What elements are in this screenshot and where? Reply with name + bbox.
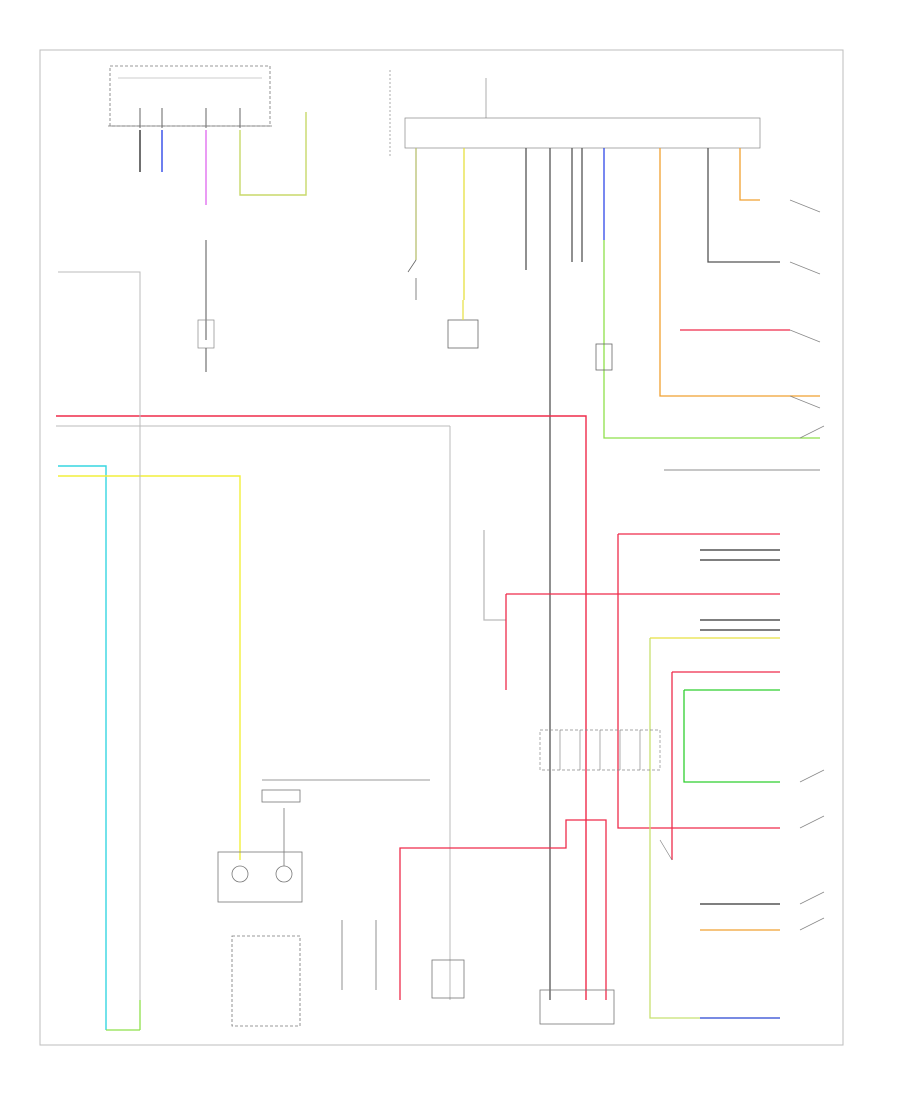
fuse-block (389, 70, 761, 158)
fuse-block-wires (415, 148, 820, 1000)
left-connector-stack (197, 240, 215, 372)
controller-wires (139, 112, 307, 205)
left-interior-switch (407, 259, 417, 300)
right-lower-switches (659, 769, 825, 931)
bottom-center-components (341, 819, 615, 1025)
center-junction-module (539, 729, 661, 771)
right-harness-wires (483, 530, 780, 1019)
front-controller-module (108, 65, 272, 128)
right-interior-switch (447, 300, 479, 349)
bottom-left-sensors (106, 1000, 141, 1031)
bottom-left-module (217, 779, 430, 1027)
main-bus-lines (56, 271, 587, 1030)
center-relay (595, 343, 613, 371)
right-door-switches (664, 199, 825, 471)
diagram-border (39, 49, 844, 1046)
